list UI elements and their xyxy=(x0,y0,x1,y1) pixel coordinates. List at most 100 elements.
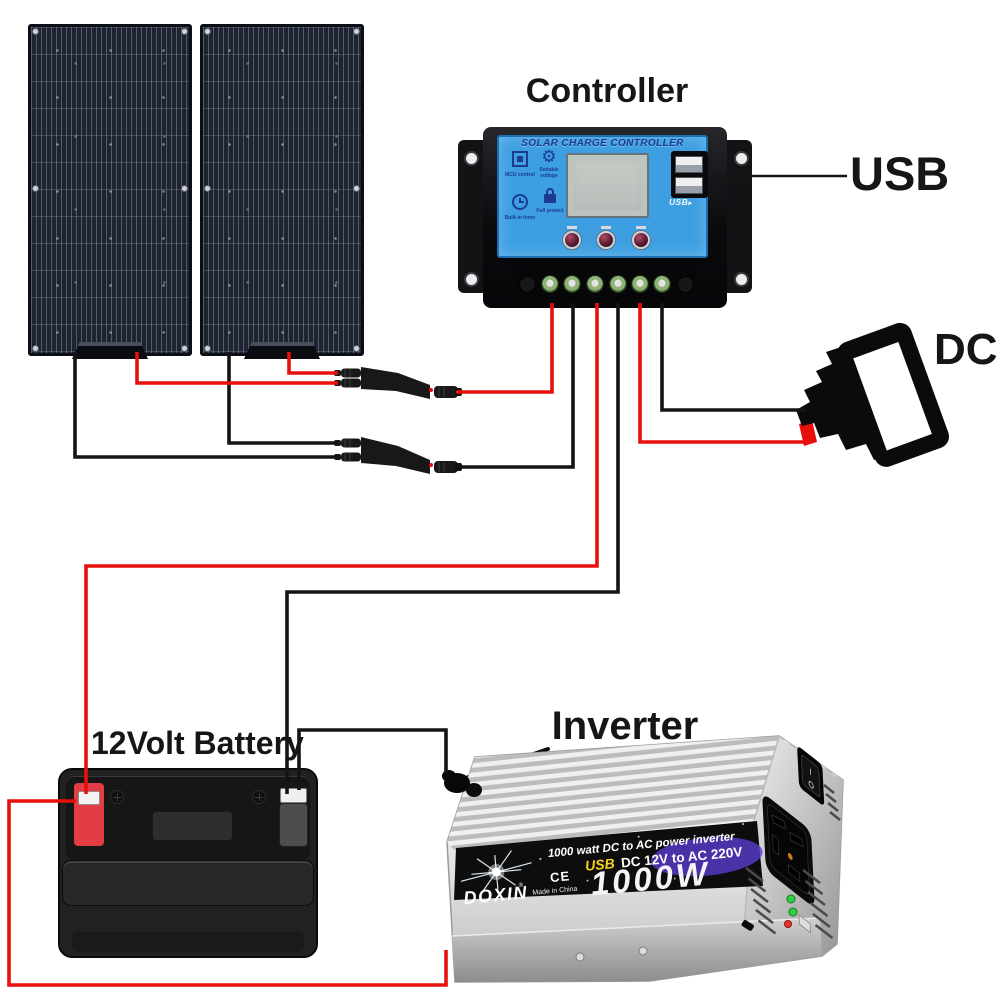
lcd-screen xyxy=(566,153,649,218)
mounting-hole xyxy=(181,185,188,192)
usb-ports-block xyxy=(671,151,708,198)
usb-port-label: USB xyxy=(669,197,711,207)
vent-slots xyxy=(745,784,841,939)
battery-screw-icon xyxy=(110,790,124,804)
mounting-hole xyxy=(181,345,188,352)
terminal-pv-positive xyxy=(541,275,559,293)
terminal-cap xyxy=(519,276,536,293)
feature-label: Built-in timer xyxy=(504,215,536,221)
wire-panel1-negative xyxy=(73,352,338,459)
o-ring xyxy=(429,388,433,392)
wire-load-positive-to-dc xyxy=(638,303,804,444)
mcu-chip-icon xyxy=(512,151,528,167)
wire-load-negative-to-dc xyxy=(660,303,806,412)
inverter-dc-input-plug xyxy=(442,770,482,797)
wiring xyxy=(7,174,847,987)
wire-battery-to-inverter-positive xyxy=(7,799,448,987)
rivet-icon xyxy=(638,946,648,956)
wire-panel2-negative xyxy=(227,352,338,445)
feature-label: Settable voltage xyxy=(539,167,559,179)
ce-mark: CE xyxy=(549,868,570,885)
terminal-battery-positive xyxy=(586,275,604,293)
feature-label: MCU control xyxy=(505,172,535,178)
starburst-core xyxy=(491,867,501,877)
battery-label: 12Volt Battery xyxy=(91,725,304,761)
usb-port-icon xyxy=(675,156,703,173)
inverter-bottom-bevel xyxy=(452,918,822,982)
battery-base xyxy=(72,932,304,952)
junction-box xyxy=(244,342,320,359)
mc4-branch-positive xyxy=(334,367,462,399)
terminal-cap xyxy=(677,276,694,293)
dc-plug xyxy=(796,322,950,467)
mounting-hole xyxy=(32,28,39,35)
solar-panel-2 xyxy=(200,24,364,359)
mounting-hole xyxy=(204,185,211,192)
power-switch: I O xyxy=(797,747,825,805)
controller-button xyxy=(632,231,650,249)
button-label-mark xyxy=(601,226,611,229)
wire-controller-to-battery-positive xyxy=(84,303,599,794)
wire-panel2-positive xyxy=(287,352,338,375)
made-in-text: Made in China xyxy=(532,886,578,897)
inverter-usb-port-icon xyxy=(798,914,811,934)
usb-port-icon xyxy=(675,177,703,194)
mounting-hole xyxy=(181,28,188,35)
controller-title: SOLAR CHARGE CONTROLLER xyxy=(521,138,684,149)
lock-icon xyxy=(544,188,556,203)
wire-panel1-positive xyxy=(135,352,338,385)
led-green-icon xyxy=(788,907,798,917)
controller-label: Controller xyxy=(525,72,689,110)
feature-label: Full protect xyxy=(536,208,564,214)
ac-outlet xyxy=(762,796,815,905)
gear-icon: ⚙ xyxy=(541,147,557,166)
terminal-battery-negative xyxy=(609,275,627,293)
battery-label-plate xyxy=(152,811,233,841)
controller-button xyxy=(563,231,581,249)
inverter-label: Inverter xyxy=(551,704,699,748)
mounting-hole xyxy=(353,28,360,35)
button-label-mark xyxy=(636,226,646,229)
mounting-hole xyxy=(353,345,360,352)
battery-negative-terminal xyxy=(279,803,308,847)
mounting-hole xyxy=(204,28,211,35)
rivet-icon xyxy=(575,952,585,962)
mc4-branch-negative xyxy=(334,437,462,474)
controller-mount-wing xyxy=(722,140,752,293)
switch-off-mark: O xyxy=(808,778,814,792)
o-ring xyxy=(429,463,433,467)
mounting-hole xyxy=(32,345,39,352)
inverter-unit: 1000 watt DC to AC power inverter USB DC… xyxy=(442,735,844,983)
dc-label: DC xyxy=(934,325,998,374)
screw-hole xyxy=(734,151,749,166)
junction-box xyxy=(72,342,148,359)
purple-glow xyxy=(651,836,763,877)
screw-hole xyxy=(464,272,479,287)
mounting-hole xyxy=(353,185,360,192)
screw-hole xyxy=(464,151,479,166)
controller-button xyxy=(597,231,615,249)
mounting-hole xyxy=(204,345,211,352)
led-green-icon xyxy=(786,894,796,904)
wire-controller-to-battery-negative xyxy=(285,303,620,794)
feature-mcu: MCU control xyxy=(502,151,538,179)
feature-protect: Full protect xyxy=(532,187,568,215)
dc-plug-red-tip xyxy=(799,420,817,446)
switch-on-mark: I xyxy=(809,766,811,778)
battery-screw-icon xyxy=(252,790,266,804)
wire-pv-positive-to-controller xyxy=(456,303,554,394)
mounting-hole xyxy=(32,185,39,192)
button-label-mark xyxy=(567,226,577,229)
clock-icon xyxy=(512,194,528,210)
wire-pv-negative-to-controller xyxy=(458,303,575,469)
socket-glint xyxy=(787,852,793,860)
terminal-load-negative xyxy=(653,275,671,293)
battery-positive-slot xyxy=(78,791,100,805)
solar-panel-1 xyxy=(28,24,192,359)
led-red-icon xyxy=(784,920,792,928)
wire-battery-to-inverter-negative xyxy=(297,728,448,790)
mini-port-icon xyxy=(741,920,754,931)
inverter-usb-word: USB xyxy=(584,855,615,874)
terminal-pv-negative xyxy=(563,275,581,293)
